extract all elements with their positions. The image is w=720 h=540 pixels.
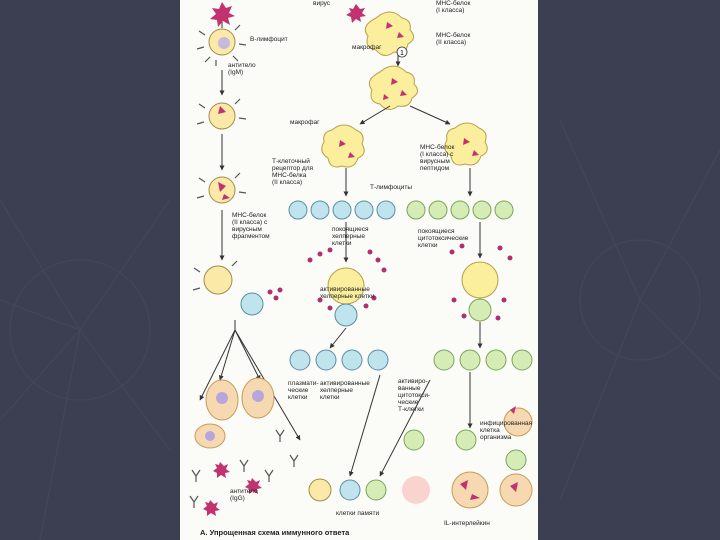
t-receptor-label: Т-клеточный рецептор для МНС-белка (II к… bbox=[272, 158, 314, 186]
activated-helper-cell bbox=[289, 349, 389, 371]
figure-caption: А. Упрощенная схема иммунного ответа bbox=[200, 528, 350, 537]
infected-cell bbox=[451, 471, 533, 509]
virus-icon bbox=[203, 462, 262, 516]
virus-label: вирус bbox=[313, 0, 331, 7]
svg-text:1: 1 bbox=[400, 50, 404, 57]
b-lymphocyte-cell bbox=[196, 98, 247, 130]
activation-cluster-helper bbox=[327, 267, 365, 327]
b-lymphocyte-cell bbox=[196, 172, 247, 204]
cytotoxic-t-cell bbox=[406, 200, 514, 220]
plasma-cell bbox=[205, 379, 239, 421]
macrophage-cell bbox=[444, 122, 488, 166]
cyto-resting-label: покоящиеся цитотоксические клетки bbox=[418, 228, 469, 249]
activation-cluster-cyto bbox=[461, 261, 499, 322]
memory-cells-label: клетки памяти bbox=[336, 510, 380, 517]
infected-cell bbox=[503, 406, 533, 437]
dying-cell bbox=[402, 476, 430, 504]
virus-icon bbox=[210, 2, 235, 27]
virus-icon bbox=[346, 4, 366, 23]
macrophage-label: макрофаг bbox=[290, 119, 320, 126]
macrophage-cell bbox=[368, 65, 418, 110]
stimulated-cyto-label: активиро- ванные цитотокси- ческие Т-кле… bbox=[398, 378, 431, 413]
plasma-cell bbox=[194, 423, 226, 449]
antibody-igg-label: антитело (IgG) bbox=[230, 488, 258, 502]
macrophage-label: макрофаг bbox=[352, 44, 382, 51]
antibody-icon bbox=[189, 429, 299, 508]
b-lymphocyte-cell bbox=[192, 260, 238, 295]
plasma-label: плазмати- ческие клетки bbox=[288, 380, 319, 401]
b-lymphocyte-label: В-лимфоцит bbox=[250, 36, 288, 43]
b-lymphocyte-cell bbox=[196, 22, 247, 66]
mhc1-label: МНС-белок (I класса) bbox=[436, 0, 471, 14]
antibody-igm-label: антитело (IgM) bbox=[228, 62, 256, 76]
mhc2-fragment-label: МНС-белок (II класса) с вирусным фрагмен… bbox=[232, 212, 270, 240]
memory-cell bbox=[308, 478, 387, 502]
activated-cyto-cell bbox=[433, 349, 533, 371]
immune-response-figure: 1 bbox=[180, 0, 538, 540]
cytotoxic-t-cell bbox=[403, 429, 527, 471]
mhc2-label: МНС-белок (II класса) bbox=[436, 32, 471, 46]
helper-resting-label: покоящиеся хелперные клетки bbox=[332, 226, 369, 247]
plasma-cell bbox=[241, 377, 275, 419]
mhc1-viral-label: МНС-белок (I класса) с вирусным пептидом bbox=[420, 144, 455, 172]
activated-helper2-label: активированные хелперные клетки bbox=[320, 380, 370, 401]
macrophage-cell bbox=[321, 124, 365, 168]
diagram-drawing: 1 bbox=[189, 2, 533, 516]
activated-helper-label: активированные хелперные клетки bbox=[320, 286, 375, 300]
helper-t-cell bbox=[288, 200, 396, 220]
interleukin-legend: IL-интерлейкин bbox=[444, 520, 490, 527]
t-lymphocytes-label: Т-лимфоциты bbox=[370, 184, 412, 191]
interleukin-dots bbox=[267, 243, 513, 321]
infected-cell-label: инфицированная клетка организма bbox=[480, 420, 533, 441]
helper-t-cell bbox=[240, 292, 264, 316]
